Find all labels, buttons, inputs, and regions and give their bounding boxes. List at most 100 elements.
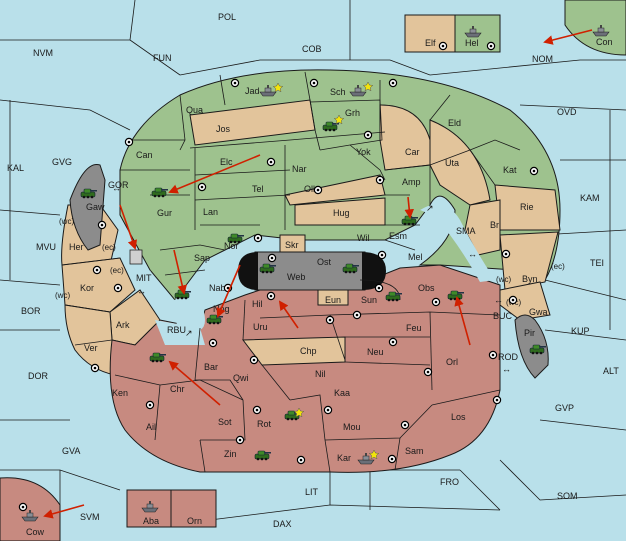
supply-center-icon [529, 166, 539, 176]
supply-center-icon [296, 455, 306, 465]
supply-center-icon [267, 253, 277, 263]
label-rie: Rie [520, 202, 534, 212]
territory-borders [61, 71, 521, 473]
sea-label-mit: MIT [136, 273, 152, 283]
supply-center-icon [97, 220, 107, 230]
label-uta: Uta [445, 158, 459, 168]
territory-cow[interactable] [0, 477, 61, 541]
sea-labels: POL FUN COB NVM NOM OVD KAL GVG KAM MVU … [7, 12, 619, 529]
elf-hel-island [404, 14, 501, 53]
sea-label-fun: FUN [153, 53, 172, 63]
supply-center-icon [488, 350, 498, 360]
territory-chp-overlay [242, 336, 346, 366]
star-marker-icon [293, 407, 305, 418]
label-eld: Eld [448, 118, 461, 128]
label-grh: Grh [345, 108, 360, 118]
territory-pir[interactable] [514, 314, 549, 379]
supply-center-icon [501, 249, 511, 259]
supply-center-icon [363, 130, 373, 140]
supply-center-icon [388, 78, 398, 88]
sea-label-kam: KAM [580, 193, 600, 203]
sea-label-tei: TEI [590, 258, 604, 268]
label-nor: Nor [224, 241, 239, 251]
coast-label-her-wc: (wc) [59, 217, 74, 226]
channel-sma [420, 204, 495, 282]
channel-rbu [155, 320, 205, 345]
label-tel: Tel [252, 184, 264, 194]
supply-center-icon [377, 250, 387, 260]
label-orl: Orl [446, 357, 458, 367]
order-arrow [278, 300, 299, 329]
star-marker-icon [368, 449, 380, 460]
label-sam: Sam [405, 446, 424, 456]
star-marker-icon [333, 114, 345, 125]
supply-center-icon [208, 338, 218, 348]
sea-label-gva: GVA [62, 446, 80, 456]
label-obs: Obs [418, 283, 435, 293]
territory-bri[interactable] [464, 199, 501, 256]
sea-label-nvm: NVM [33, 48, 53, 58]
label-ark: Ark [116, 320, 130, 330]
sea-label-buc: BUC [493, 311, 513, 321]
star-markers [272, 81, 380, 460]
web-ost-endcap-left [238, 252, 258, 290]
coast-label-kor-wc: (wc) [55, 291, 70, 300]
label-chp: Chp [300, 346, 317, 356]
order-arrow [168, 360, 221, 406]
label-con: Con [596, 37, 613, 47]
label-elc: Elc [220, 157, 233, 167]
label-sap: Sap [194, 253, 210, 263]
supply-center-icon [113, 283, 123, 293]
sea-label-ovd: OVD [557, 107, 577, 117]
supply-center-icon [252, 405, 262, 415]
sea-label-lit: LIT [305, 487, 319, 497]
passage-mit-arrow: ↔ [137, 286, 146, 296]
label-feu: Feu [406, 323, 422, 333]
passage-gor-arrow: ↔ [112, 183, 121, 193]
supply-center-icon [486, 41, 496, 51]
supply-center-icon [124, 137, 134, 147]
label-hil: Hil [252, 299, 263, 309]
supply-center-icon [431, 297, 441, 307]
sea-label-sma: SMA [456, 226, 476, 236]
aba-orn-island [126, 489, 217, 528]
supply-center-icon [253, 233, 263, 243]
label-gur: Gur [157, 208, 172, 218]
sea-label-nom: NOM [532, 54, 553, 64]
label-cow: Cow [26, 527, 45, 537]
supply-center-icon [90, 363, 100, 373]
supply-center-icon [438, 41, 448, 51]
supply-center-icon [492, 395, 502, 405]
coast-label-byn-wc: (wc) [496, 275, 511, 284]
territory-uta[interactable] [429, 119, 491, 206]
order-arrow [119, 204, 138, 250]
territory-gaw[interactable] [69, 163, 106, 251]
label-jad: Jad [245, 86, 260, 96]
label-nil: Nil [315, 369, 326, 379]
coast-label-byn-ec: (ec) [551, 262, 565, 271]
sea-label-dor: DOR [28, 371, 49, 381]
supply-center-icon [266, 157, 276, 167]
order-arrow [404, 196, 415, 219]
supply-center-icon [313, 185, 323, 195]
supply-center-icon [230, 78, 240, 88]
territory-byn[interactable] [499, 231, 559, 291]
supply-center-icon [387, 454, 397, 464]
label-bar: Bar [204, 362, 218, 372]
label-web: Web [287, 272, 305, 282]
sea-label-pol: POL [218, 12, 236, 22]
coast-label-her-ec: (ec) [102, 243, 116, 252]
label-yok: Yok [356, 147, 371, 157]
label-amp: Amp [402, 177, 421, 187]
territory-orn[interactable] [170, 489, 217, 528]
order-arrow [216, 264, 241, 318]
label-eun: Eun [325, 295, 341, 305]
label-sun: Sun [361, 295, 377, 305]
label-rot: Rot [257, 419, 272, 429]
supply-center-icon [249, 355, 259, 365]
label-neu: Neu [367, 347, 384, 357]
supply-center-icon [388, 337, 398, 347]
label-qwi: Qwi [233, 373, 249, 383]
label-kar: Kar [337, 453, 351, 463]
